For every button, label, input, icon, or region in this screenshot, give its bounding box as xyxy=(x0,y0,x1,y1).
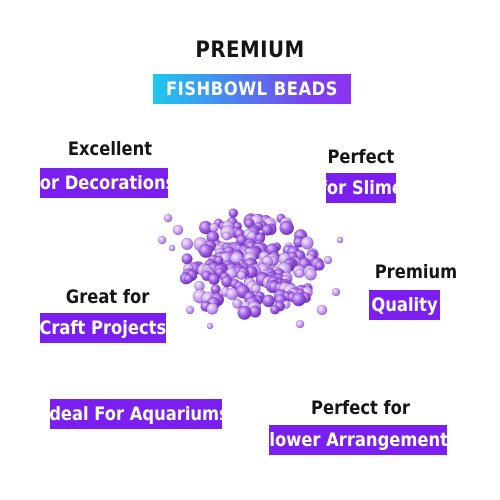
bead xyxy=(209,222,219,233)
bead xyxy=(336,236,344,244)
bead xyxy=(314,260,325,271)
feature-quality-tag: Quality xyxy=(369,290,440,320)
purple-beads-image xyxy=(157,208,344,330)
feature-decorations-title: Excellent xyxy=(67,138,153,160)
bead xyxy=(185,305,195,315)
bead xyxy=(206,302,219,315)
bead xyxy=(172,224,184,236)
bead xyxy=(183,274,194,284)
bead xyxy=(198,243,213,258)
feature-flowers-tag: Flower Arrangements xyxy=(258,425,458,455)
feature-decorations-tag: for Decorations xyxy=(33,168,175,198)
bead xyxy=(237,305,252,320)
feature-craft-tag: Craft Projects xyxy=(40,313,166,343)
bead xyxy=(236,270,246,280)
bead xyxy=(316,304,328,316)
bead xyxy=(261,224,273,236)
bead xyxy=(181,253,193,265)
bead xyxy=(270,304,280,315)
bead xyxy=(163,213,173,223)
bead xyxy=(300,236,314,250)
bead xyxy=(221,231,231,241)
bead xyxy=(168,244,176,252)
feature-aquariums-tag: Ideal For Aquariums xyxy=(43,399,229,429)
feature-flowers-title: Perfect for xyxy=(310,397,410,419)
bead xyxy=(323,255,333,265)
headline-banner: FISHBOWL BEADS xyxy=(153,74,351,104)
headline-premium: PREMIUM xyxy=(195,38,305,63)
bead-cluster xyxy=(157,208,344,330)
bead xyxy=(295,319,305,329)
bead xyxy=(279,220,294,236)
feature-craft-title: Great for xyxy=(66,286,150,308)
bead xyxy=(206,322,214,330)
bead xyxy=(251,283,261,294)
feature-slime-title: Perfect xyxy=(327,146,395,168)
feature-quality-title: Premium xyxy=(374,261,458,283)
bead xyxy=(295,268,305,279)
bead xyxy=(157,235,167,245)
bead xyxy=(208,273,220,286)
bead xyxy=(331,287,341,297)
feature-slime-tag: for Slime xyxy=(319,173,403,203)
bead xyxy=(262,294,275,308)
bead xyxy=(291,292,306,307)
headline-banner-text: FISHBOWL BEADS xyxy=(166,78,338,100)
bead xyxy=(228,208,239,218)
bead xyxy=(304,268,317,281)
bead xyxy=(225,287,239,301)
bead xyxy=(180,237,194,251)
